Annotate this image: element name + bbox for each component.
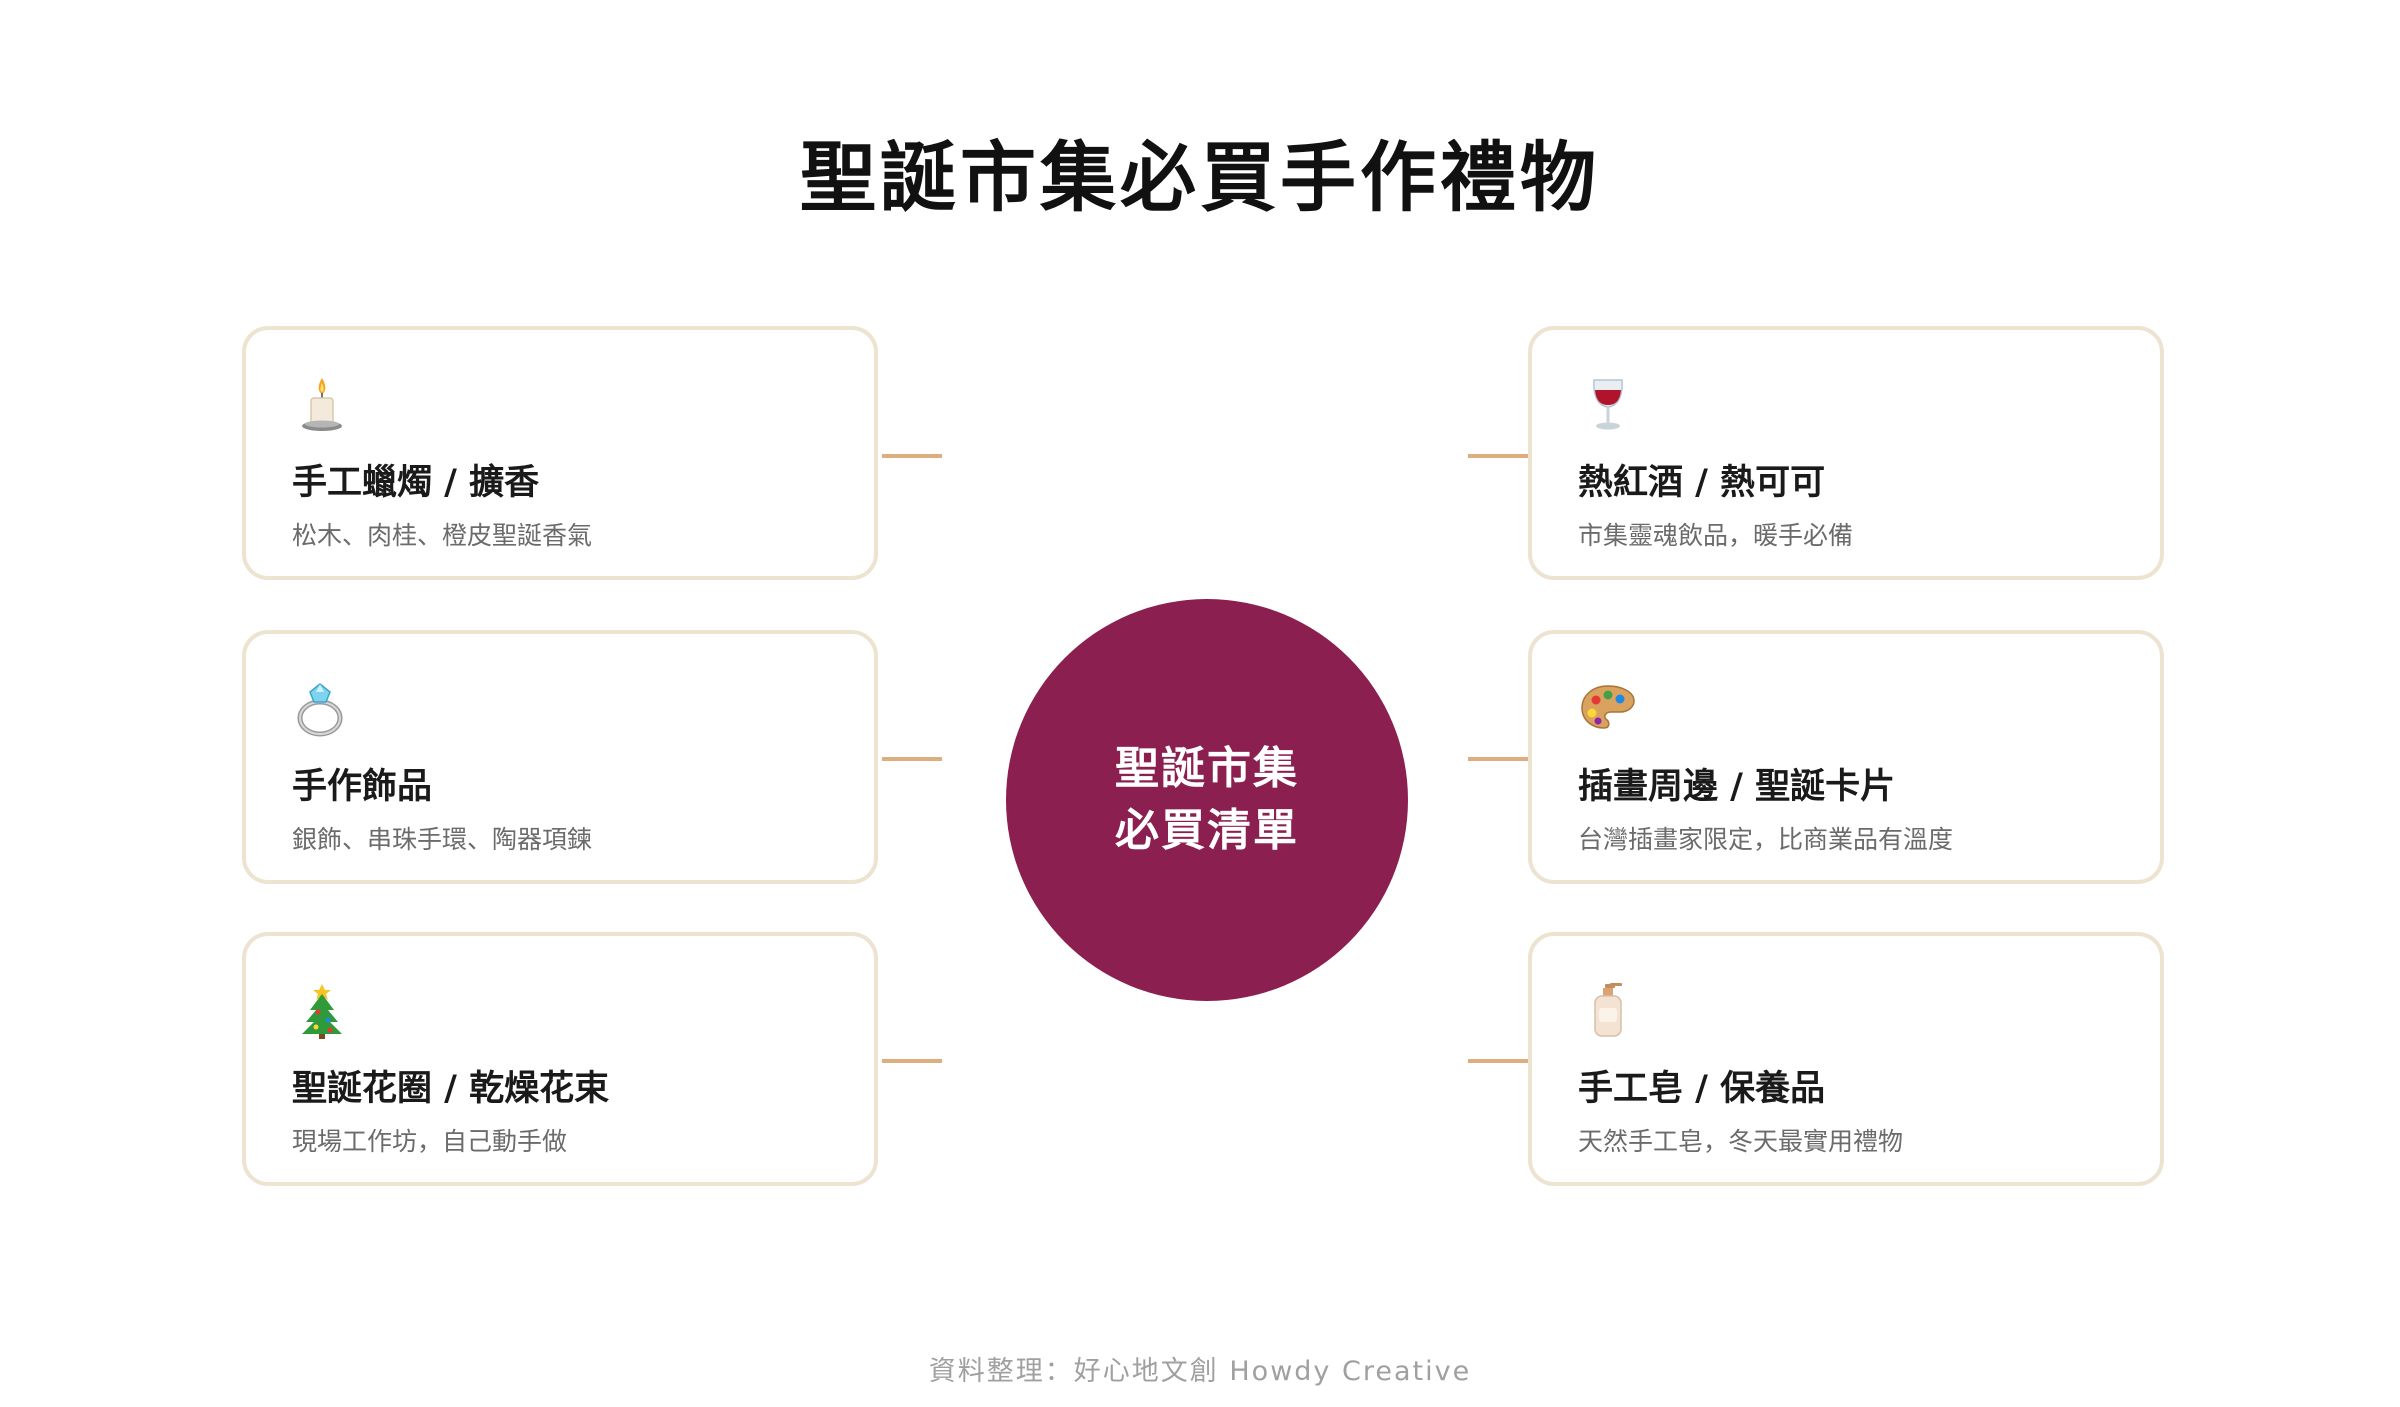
card-mulled-wine: 熱紅酒 / 熱可可 市集靈魂飲品，暖手必備 (1528, 326, 2164, 580)
card-desc: 銀飾、串珠手環、陶器項鍊 (292, 825, 593, 854)
card-desc: 市集靈魂飲品，暖手必備 (1578, 521, 1854, 550)
card-title: 手作飾品 (292, 767, 433, 807)
card-illustration: 插畫周邊 / 聖誕卡片 台灣插畫家限定，比商業品有溫度 (1528, 630, 2164, 884)
center-hub: 聖誕市集 必買清單 (1006, 599, 1408, 1001)
card-candle: 手工蠟燭 / 擴香 松木、肉桂、橙皮聖誕香氣 (242, 326, 878, 580)
connector-line (1468, 1059, 1528, 1063)
connector-line (1468, 757, 1528, 761)
wine-glass-icon (1578, 374, 1638, 434)
candle-icon (292, 374, 352, 434)
ring-icon (292, 678, 352, 738)
card-title: 熱紅酒 / 熱可可 (1578, 463, 1826, 503)
page-title: 聖誕市集必買手作禮物 (800, 133, 1600, 222)
card-wreath: 聖誕花圈 / 乾燥花束 現場工作坊，自己動手做 (242, 932, 878, 1186)
card-title: 手工蠟燭 / 擴香 (292, 463, 540, 503)
hub-label-line2: 必買清單 (1115, 805, 1299, 856)
card-title: 手工皂 / 保養品 (1578, 1069, 1826, 1109)
card-desc: 松木、肉桂、橙皮聖誕香氣 (292, 521, 593, 550)
connector-line (882, 454, 942, 458)
card-title: 插畫周邊 / 聖誕卡片 (1578, 767, 1896, 807)
card-desc: 台灣插畫家限定，比商業品有溫度 (1578, 825, 1954, 854)
card-soap: 手工皂 / 保養品 天然手工皂，冬天最實用禮物 (1528, 932, 2164, 1186)
connector-line (882, 1059, 942, 1063)
soap-bottle-icon (1578, 980, 1638, 1040)
connector-line (882, 757, 942, 761)
source-credit: 資料整理：好心地文創 Howdy Creative (928, 1356, 1472, 1387)
card-jewelry: 手作飾品 銀飾、串珠手環、陶器項鍊 (242, 630, 878, 884)
card-desc: 現場工作坊，自己動手做 (292, 1127, 568, 1156)
hub-label-line1: 聖誕市集 (1115, 743, 1299, 794)
card-desc: 天然手工皂，冬天最實用禮物 (1578, 1127, 1904, 1156)
connector-line (1468, 454, 1528, 458)
card-title: 聖誕花圈 / 乾燥花束 (292, 1069, 610, 1109)
palette-icon (1578, 678, 1638, 738)
christmas-tree-icon (292, 980, 352, 1040)
